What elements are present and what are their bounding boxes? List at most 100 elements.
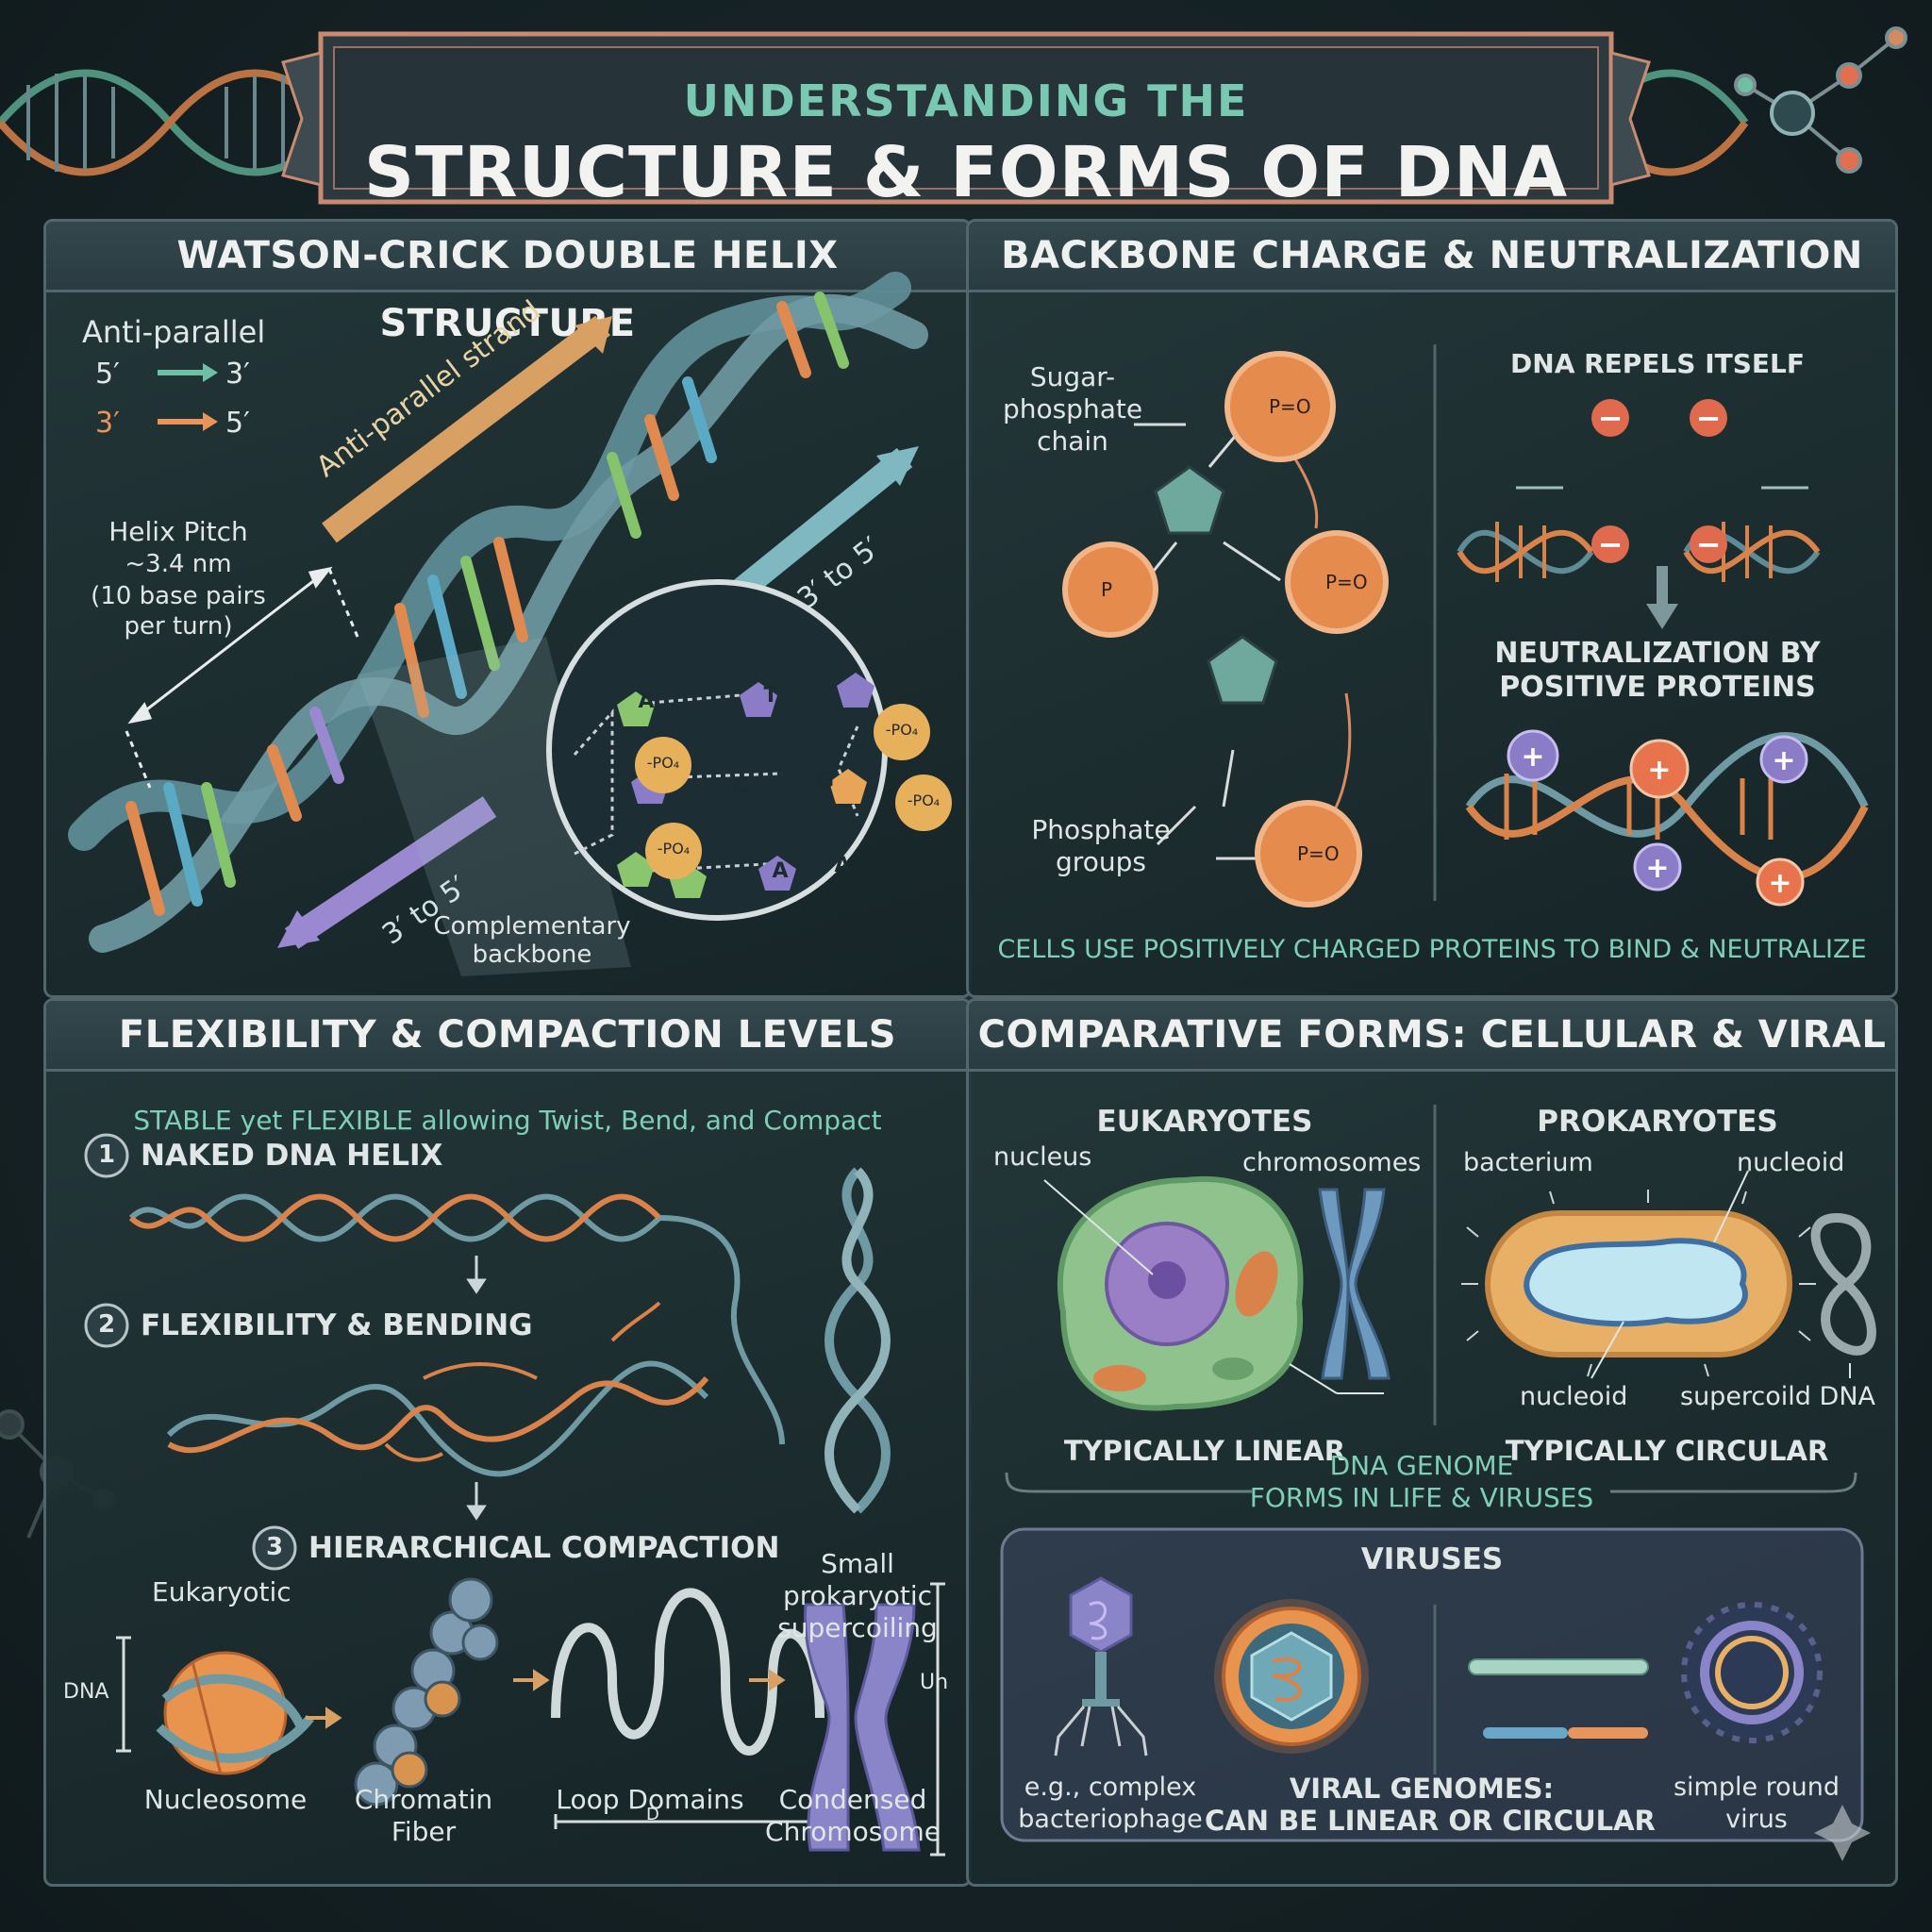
supercoiled-dna-icon — [1810, 1212, 1876, 1356]
base-label: A — [834, 854, 851, 877]
genome-forms-label: DNA GENOME — [1329, 1450, 1514, 1481]
viruses-heading: VIRUSES — [1360, 1542, 1504, 1576]
legend-3-prime: 3′ — [225, 358, 250, 391]
phosphate-label: -PO₄ — [885, 721, 919, 739]
svg-text:+: + — [1521, 741, 1544, 774]
sugar-phosphate-label-2: phosphate — [1002, 393, 1143, 425]
condensed-chromosome-icon — [803, 1603, 921, 1852]
prokaryotes-heading: PROKARYOTES — [1537, 1105, 1778, 1139]
helix-pitch-dimension — [125, 566, 359, 789]
step-flexibility: FLEXIBILITY & BENDING — [141, 1308, 533, 1342]
legend-5-prime-b: 5′ — [225, 407, 250, 440]
supercoil-label-3: supercoiling — [777, 1612, 938, 1643]
svg-text:+: + — [1647, 754, 1671, 787]
linear-genome-icon-2 — [1483, 1727, 1648, 1739]
chain-links — [1134, 409, 1281, 860]
banner-ribbon — [281, 31, 1651, 205]
minus-signs: −− −− — [1598, 400, 1722, 562]
step-number: 2 — [97, 1310, 116, 1339]
base-label: T — [763, 684, 778, 708]
svg-text:P: P — [1101, 578, 1112, 601]
base-pairs — [125, 291, 849, 916]
svg-text:P=O: P=O — [1297, 842, 1340, 865]
bacteriophage-label-2: bacteriophage — [1018, 1805, 1203, 1834]
base-label: A — [772, 859, 789, 883]
panel-title: FLEXIBILITY & COMPACTION LEVELS — [46, 1001, 969, 1072]
positive-proteins — [1507, 729, 1808, 907]
flexibility-subtitle: STABLE yet FLEXIBLE allowing Twist, Bend… — [133, 1105, 882, 1136]
condensed-chromosome-label-2: Chromosome — [765, 1816, 941, 1847]
sparkle-icon — [1814, 1805, 1871, 1861]
step-naked-helix: NAKED DNA HELIX — [141, 1139, 443, 1173]
chromatin-fiber-icon — [354, 1577, 499, 1807]
complementary-backbone-label-2: backbone — [472, 941, 592, 969]
svg-text:−: − — [1696, 400, 1722, 436]
genome-bracket — [1005, 1472, 1857, 1493]
helix-pitch-value: ~3.4 nm — [125, 550, 232, 578]
panel-flexibility: FLEXIBILITY & COMPACTION LEVELS — [43, 998, 972, 1887]
phosphate-label: -PO₄ — [657, 840, 691, 858]
svg-text:−: − — [1696, 526, 1722, 562]
supercoil-icon — [824, 1167, 891, 1514]
chromatin-fiber-label-2: Fiber — [391, 1816, 457, 1847]
bacterium-label: bacterium — [1463, 1148, 1593, 1177]
panel-title: WATSON-CRICK DOUBLE HELIX STRUCTURE — [46, 222, 969, 345]
sugar-phosphate-label: Sugar- — [1029, 361, 1116, 392]
viruses-box — [1000, 1527, 1864, 1842]
legend-arrow-5-3 — [158, 363, 218, 382]
chromosomes-icon — [1318, 1188, 1391, 1380]
phosphate-circles — [635, 704, 952, 879]
sugar-phosphate-diagram: P=OP P=OP=O — [1062, 344, 1869, 908]
antiparallel-strand-arrow — [322, 315, 612, 543]
svg-text:+: + — [1768, 867, 1791, 900]
phosphate-formula: P=OP P=OP=O — [1101, 395, 1368, 865]
down-arrow — [1646, 566, 1678, 629]
panel-backbone-charge: BACKBONE CHARGE & NEUTRALIZATION — [966, 219, 1898, 998]
phosphate-groups-label-2: groups — [1056, 846, 1146, 877]
compaction-diagram — [84, 1133, 945, 1857]
round-virus-label-2: virus — [1725, 1805, 1788, 1834]
phosphate-groups-label: Phosphate — [1031, 814, 1171, 845]
loop-domains-label: Loop Domains — [556, 1784, 744, 1815]
supercoil-label-2: prokaryotic — [782, 1580, 933, 1611]
svg-text:P=O: P=O — [1269, 395, 1311, 418]
panel-title: COMPARATIVE FORMS: CELLULAR & VIRAL — [969, 1001, 1895, 1072]
nucleoid-label: nucleoid — [1737, 1148, 1845, 1177]
icosahedral-virus-icon — [1214, 1599, 1369, 1754]
complementary-backbone-label: Complementary — [433, 912, 631, 941]
helix-pitch-note-2: per turn) — [124, 612, 233, 641]
svg-text:+: + — [1645, 852, 1669, 885]
base-label: G — [816, 769, 835, 792]
height-label: Uh — [920, 1671, 949, 1694]
supercoil-label: Small — [821, 1548, 894, 1579]
page-title: STRUCTURE & FORMS OF DNA — [363, 132, 1569, 213]
chromosome-height-bracket — [930, 1582, 945, 1857]
svg-text:−: − — [1598, 526, 1624, 562]
eukaryotic-cell-icon — [1057, 1175, 1304, 1411]
sugar-phosphate-label-3: chain — [1037, 425, 1108, 457]
step-circles — [84, 1133, 297, 1571]
sugar-rings — [1154, 465, 1278, 705]
bacterium-icon — [1461, 1190, 1816, 1377]
svg-text:+: + — [1772, 744, 1795, 777]
typically-circular-label: TYPICALLY CIRCULAR — [1505, 1435, 1829, 1467]
nucleosome-icon — [156, 1651, 314, 1775]
title-banner: UNDERSTANDING THE STRUCTURE & FORMS OF D… — [281, 31, 1651, 213]
typically-linear-label: TYPICALLY LINEAR — [1063, 1435, 1346, 1467]
chain-arrows — [1292, 457, 1352, 835]
double-helix-diagram — [68, 272, 928, 976]
simple-round-virus-icon — [1681, 1602, 1823, 1743]
base-pair-zoom — [573, 673, 952, 898]
neutralization-heading-2: POSITIVE PROTEINS — [1499, 671, 1816, 704]
round-virus-label: simple round — [1673, 1773, 1840, 1802]
legend-5-prime: 5′ — [95, 358, 120, 391]
base-label: C — [734, 774, 751, 798]
width-label: D — [646, 1805, 659, 1824]
bending-dna-helix — [166, 1360, 709, 1477]
helix-pitch-title: Helix Pitch — [108, 516, 248, 547]
helix-pitch-note: (10 base pairs — [91, 582, 266, 610]
nucleus-label: nucleus — [993, 1142, 1092, 1172]
panel-title: BACKBONE CHARGE & NEUTRALIZATION — [969, 222, 1895, 292]
viral-genomes-label-2: CAN BE LINEAR OR CIRCULAR — [1205, 1805, 1656, 1837]
step-number: 1 — [97, 1141, 116, 1169]
